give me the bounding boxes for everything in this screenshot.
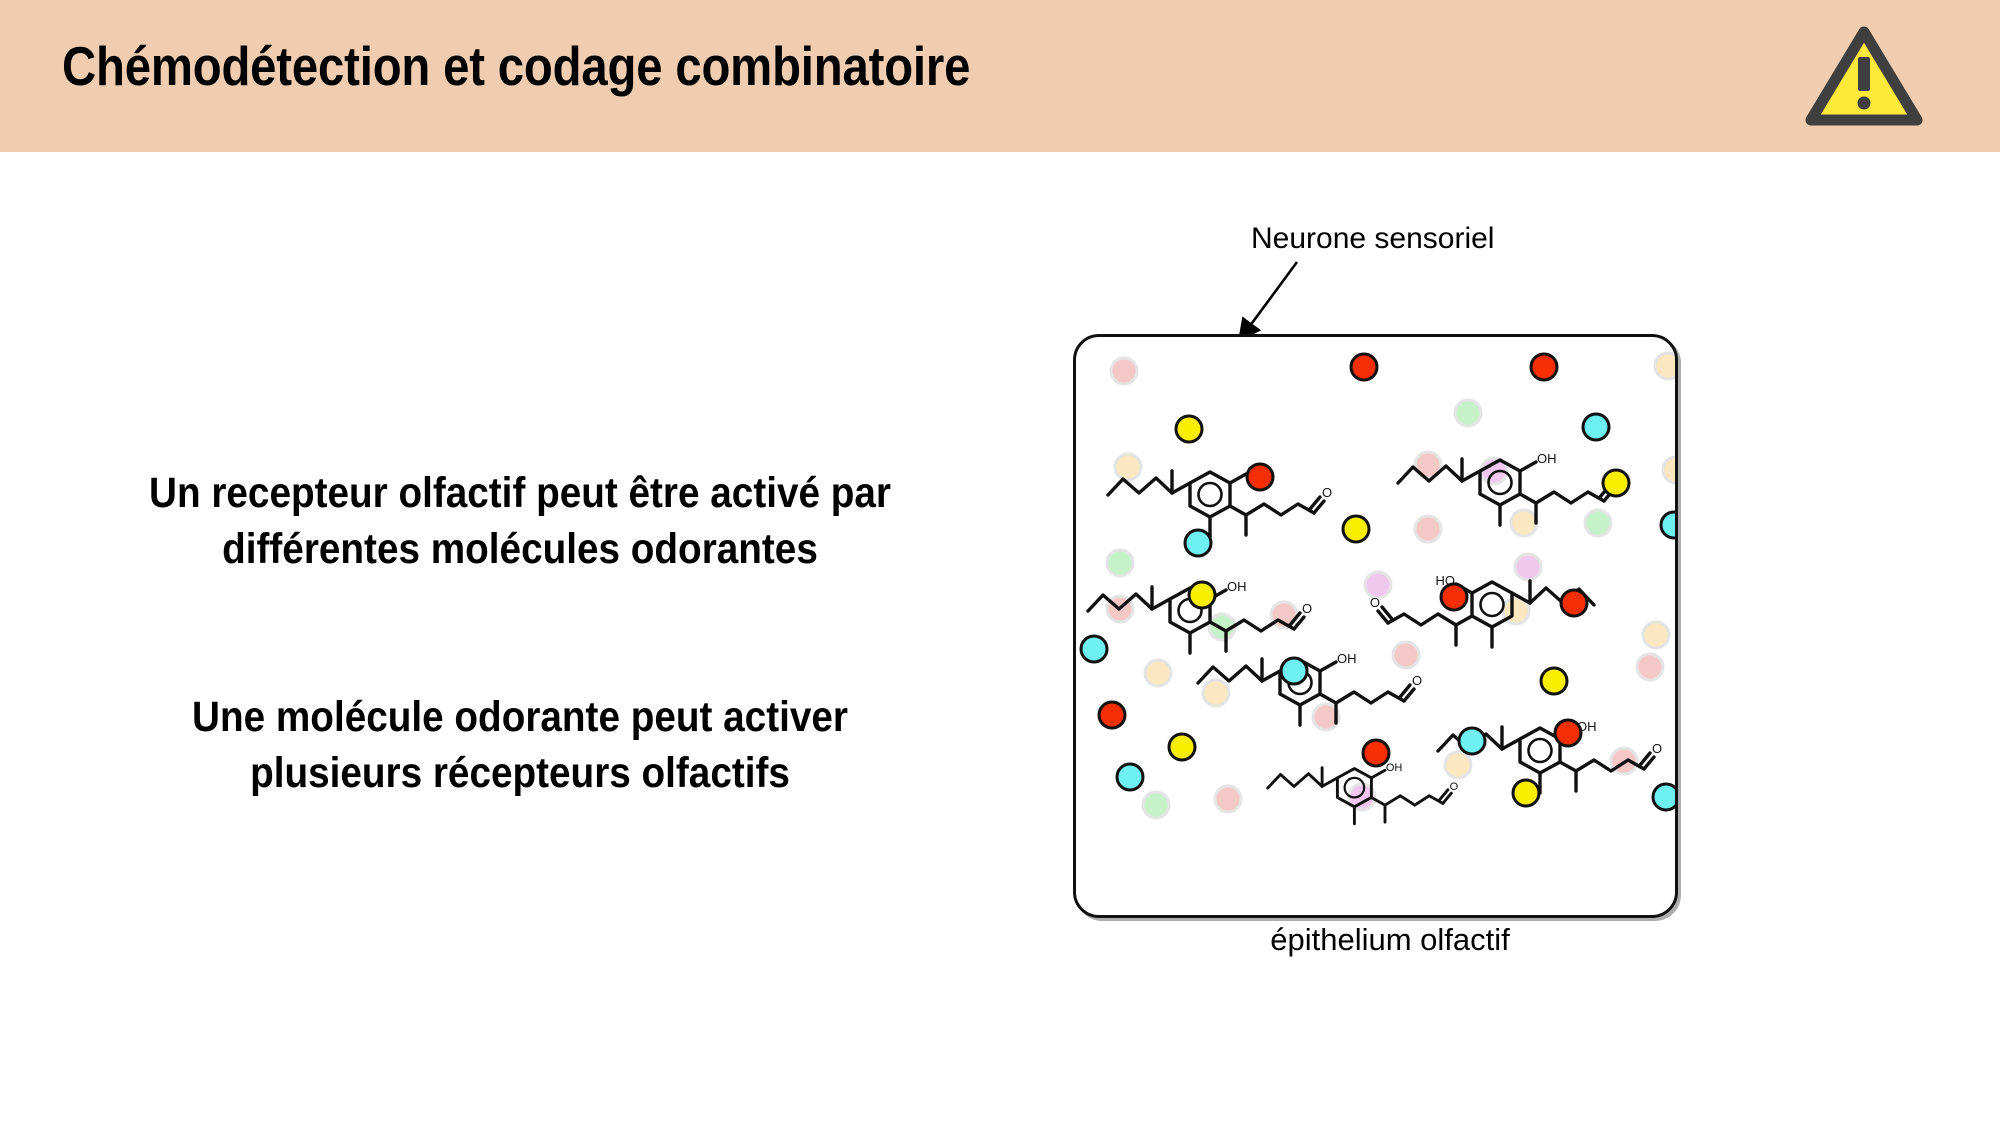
odorant-molecule: OHO	[1370, 573, 1596, 649]
activated-receptor	[1539, 666, 1569, 696]
epithelium-contents: OHOOHOOHOOHOOHOOHOOHO	[1079, 351, 1675, 826]
activated-receptor	[1601, 468, 1631, 498]
activated-receptor	[1167, 732, 1197, 762]
slide-header-band: Chémodétection et codage combinatoire	[0, 0, 2000, 152]
inactive-receptor	[1661, 455, 1675, 485]
activated-receptor	[1457, 726, 1487, 756]
inactive-receptor	[1105, 548, 1135, 578]
atom-label-o: O	[1370, 595, 1380, 610]
atom-label-oh: OH	[1227, 579, 1247, 594]
odorant-molecule: OHO	[1106, 463, 1332, 539]
atom-label-o: O	[1322, 485, 1332, 500]
inactive-receptor	[1213, 784, 1243, 814]
activated-receptor	[1183, 528, 1213, 558]
atom-label-oh: OH	[1537, 451, 1557, 466]
inactive-receptor	[1311, 702, 1341, 732]
atom-label-o: O	[1450, 781, 1459, 793]
atom-label-oh: OH	[1337, 651, 1357, 666]
statement-molecule-activation: Une molécule odorante peut activer plusi…	[192, 693, 848, 797]
inactive-receptor	[1513, 552, 1543, 582]
activated-receptor	[1651, 782, 1675, 812]
odorant-molecule-layer: OHOOHOOHOOHOOHOOHOOHO	[1086, 451, 1662, 826]
activated-receptor	[1245, 462, 1275, 492]
inactive-receptor	[1509, 508, 1539, 538]
inactive-receptor	[1109, 356, 1139, 386]
activated-receptor-layer	[1079, 352, 1675, 812]
inactive-receptor	[1391, 640, 1421, 670]
activated-receptor	[1341, 514, 1371, 544]
activated-receptor	[1553, 718, 1583, 748]
inactive-receptor	[1201, 678, 1231, 708]
inactive-receptor	[1641, 620, 1671, 650]
atom-label-o: O	[1412, 673, 1422, 688]
epithelium-box: OHOOHOOHOOHOOHOOHOOHO	[1073, 334, 1678, 918]
activated-receptor	[1079, 634, 1109, 664]
activated-receptor	[1115, 762, 1145, 792]
activated-receptor	[1349, 352, 1379, 382]
inactive-receptor	[1413, 514, 1443, 544]
inactive-receptor	[1443, 750, 1473, 780]
odorant-molecule: OH O	[1266, 762, 1459, 826]
activated-receptor	[1361, 738, 1391, 768]
page-title: Chémodétection et codage combinatoire	[62, 35, 971, 97]
inactive-receptor	[1453, 398, 1483, 428]
odorant-molecule: OH O	[1196, 651, 1422, 727]
activated-receptor	[1559, 588, 1589, 618]
inactive-receptor	[1141, 790, 1171, 820]
odorant-molecule: OH O	[1086, 579, 1312, 655]
activated-receptor	[1279, 656, 1309, 686]
atom-label-o: O	[1302, 601, 1312, 616]
inactive-receptor	[1113, 452, 1143, 482]
inactive-receptor	[1653, 351, 1675, 381]
inactive-receptor	[1363, 570, 1393, 600]
neuron-leader-arrow	[1237, 261, 1299, 343]
activated-receptor	[1187, 580, 1217, 610]
warning-triangle-icon	[1805, 24, 1923, 128]
activated-receptor	[1439, 582, 1469, 612]
atom-label-o: O	[1652, 741, 1662, 756]
activated-receptor	[1581, 412, 1611, 442]
inactive-receptor-layer	[1105, 351, 1675, 820]
statement-receptor-activation: Un recepteur olfactif peut être activé p…	[149, 469, 891, 573]
figure-caption: épithelium olfactif	[1270, 922, 1510, 957]
activated-receptor	[1511, 778, 1541, 808]
activated-receptor	[1097, 700, 1127, 730]
activated-receptor	[1529, 352, 1559, 382]
activated-receptor	[1174, 414, 1204, 444]
olfactory-epithelium-figure: Neurone sensoriel OHOOHOOHOOHOOHOOHOOHO …	[1040, 222, 1740, 990]
inactive-receptor	[1143, 658, 1173, 688]
neuron-pointer-label: Neurone sensoriel	[1251, 222, 1495, 255]
inactive-receptor	[1635, 652, 1665, 682]
atom-label-oh: OH	[1386, 762, 1403, 774]
inactive-receptor	[1583, 508, 1613, 538]
activated-receptor	[1659, 510, 1675, 540]
